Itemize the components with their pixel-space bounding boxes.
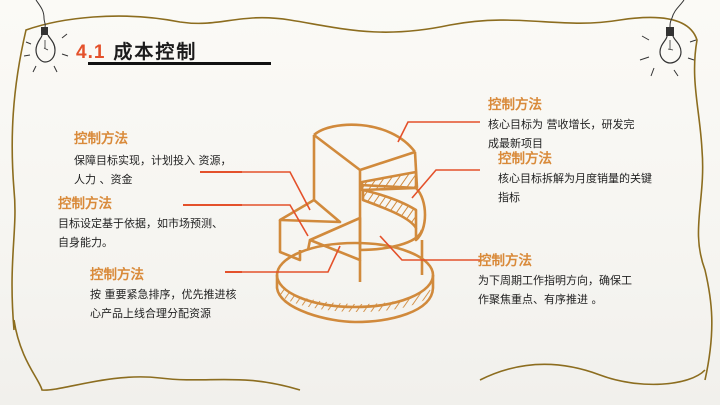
method-heading: 控制方法 [498, 151, 552, 167]
page-title: 4.1 成本控制 [76, 37, 197, 64]
method-block-6: 控制方法 为下周期工作指明方向，确保工 作聚焦重点、有序推进 。 [478, 252, 632, 309]
method-body: 核心目标为 营收增长，研发完 成最新项目 [488, 118, 635, 150]
method-heading: 控制方法 [90, 267, 144, 283]
pie-cylinder-diagram-icon [240, 121, 480, 324]
method-heading: 控制方法 [488, 97, 542, 113]
method-block-3: 控制方法 按 重要紧急排序，优先推进核 心产品上线合理分配资源 [90, 266, 237, 323]
method-heading: 控制方法 [58, 196, 112, 212]
method-heading: 控制方法 [74, 131, 128, 147]
method-body: 核心目标拆解为月度销量的关键 指标 [498, 172, 652, 204]
title-number: 4.1 [76, 42, 106, 63]
method-heading: 控制方法 [478, 253, 532, 269]
method-body: 为下周期工作指明方向，确保工 作聚焦重点、有序推进 。 [478, 274, 632, 306]
leader-line-3 [225, 271, 242, 273]
method-block-1: 控制方法 保障目标实现，计划投入 资源， 人力 、资金 [74, 130, 232, 189]
method-body: 按 重要紧急排序，优先推进核 心产品上线合理分配资源 [90, 288, 237, 320]
title-underline [88, 62, 271, 65]
title-text: 成本控制 [113, 41, 198, 63]
light-bulb-icon-left [23, 0, 69, 73]
light-bulb-icon-right [639, 0, 697, 77]
leader-line-2 [183, 204, 242, 206]
method-block-5: 控制方法 核心目标拆解为月度销量的关键 指标 [498, 150, 652, 207]
leader-line-1 [200, 171, 242, 173]
method-body: 目标设定基于依据，如市场预测、 自身能力。 [58, 217, 223, 249]
method-body: 保障目标实现，计划投入 资源， 人力 、资金 [74, 154, 232, 186]
method-block-4: 控制方法 核心目标为 营收增长，研发完 成最新项目 [488, 96, 635, 153]
method-block-2: 控制方法 目标设定基于依据，如市场预测、 自身能力。 [58, 195, 223, 252]
